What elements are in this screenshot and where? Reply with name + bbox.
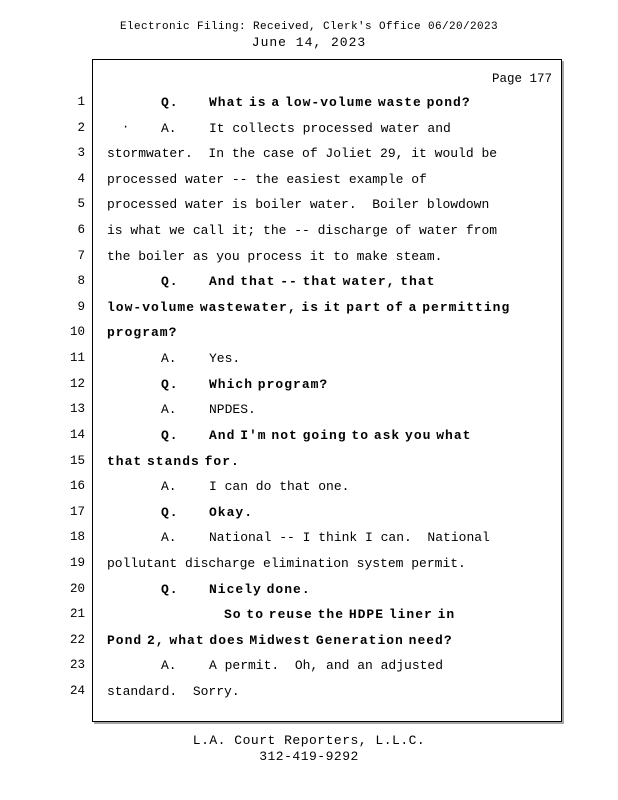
reporter-phone: 312-419-9292 — [259, 748, 359, 764]
transcript-line: 2 A. It collects processed water and — [0, 116, 618, 142]
reporter-footer: L.A. Court Reporters, L.L.C. 312-419-929… — [0, 733, 618, 764]
line-number: 20 — [69, 581, 85, 596]
page-number-label: Page 177 — [491, 72, 552, 86]
line-number: 19 — [69, 555, 85, 570]
line-number: 16 — [69, 479, 85, 494]
transcript-text: low-volume wastewater, is it part of a p… — [107, 299, 511, 315]
transcript-text: Which program? — [209, 376, 329, 392]
transcript-line: 8 Q. And that -- that water, that — [0, 269, 618, 295]
line-number: 12 — [69, 376, 85, 391]
transcript-line: 14 Q. And I'm not going to ask you what — [0, 423, 618, 449]
transcript-text: Nicely done. — [209, 581, 311, 597]
transcript-text: And I'm not going to ask you what — [209, 427, 472, 443]
transcript-text: is what we call it; the -- discharge of … — [107, 223, 498, 239]
line-number: 22 — [69, 632, 85, 647]
transcript-text: It collects processed water and — [209, 120, 451, 136]
transcript-text: stormwater. In the case of Joliet 29, it… — [107, 146, 498, 162]
reporter-name: L.A. Court Reporters, L.L.C. — [192, 733, 426, 748]
line-number: 18 — [69, 530, 85, 545]
transcript-text: Yes. — [209, 351, 241, 367]
transcript-line: 6 is what we call it; the -- discharge of… — [0, 218, 618, 244]
speaker-prefix: A. — [161, 120, 177, 136]
line-number: 24 — [69, 684, 85, 699]
line-number: 8 — [77, 274, 85, 289]
speaker-prefix: Q. — [161, 427, 179, 443]
speaker-prefix: Q. — [161, 95, 179, 110]
transcript-line: 24 standard. Sorry. — [0, 679, 618, 705]
line-number: 11 — [69, 351, 85, 366]
line-number: 21 — [69, 607, 85, 622]
transcript-text: that stands for. — [107, 453, 240, 469]
transcript-line: 7 the boiler as you process it to make st… — [0, 244, 618, 270]
line-number: 6 — [77, 223, 85, 238]
transcript-line: 13 A. NPDES. — [0, 397, 618, 423]
transcript-line: 15 that stands for. — [0, 449, 618, 475]
transcript-line: 16 A. I can do that one. — [0, 474, 618, 500]
transcript-line: 23 A. A permit. Oh, and an adjusted — [0, 653, 618, 679]
line-number: 15 — [69, 453, 85, 468]
line-number: 4 — [77, 171, 85, 186]
speaker-prefix: A. — [161, 351, 177, 367]
transcript-line: 19 pollutant discharge elimination system… — [0, 551, 618, 577]
transcript-line: 10 program? — [0, 320, 618, 346]
transcript-text: Okay. — [209, 504, 254, 520]
transcript-line: 11 A. Yes. — [0, 346, 618, 372]
transcript-line: 21 So to reuse the HDPE liner in — [0, 602, 618, 628]
efiling-stamp: Electronic Filing: Received, Clerk's Off… — [119, 21, 499, 33]
transcript-text: National -- I think I can. National — [209, 530, 490, 546]
transcript-line: 1 Q. What is a low-volume waste pond? — [0, 90, 618, 116]
transcript-text: processed water -- the easiest example o… — [107, 171, 427, 187]
transcript-text: And that -- that water, that — [209, 274, 436, 290]
transcript-box: Page 177 — [92, 59, 562, 722]
transcript-line: 18 A. National -- I think I can. National — [0, 525, 618, 551]
speaker-prefix: A. — [161, 402, 177, 418]
speaker-prefix: A. — [161, 479, 177, 495]
transcript-text: A permit. Oh, and an adjusted — [209, 658, 444, 674]
line-number: 3 — [77, 146, 85, 161]
transcript-line: 12 Q. Which program? — [0, 372, 618, 398]
transcript-text: NPDES. — [209, 402, 256, 418]
transcript-line: 22 Pond 2, what does Midwest Generation n… — [0, 628, 618, 654]
line-number: 23 — [69, 658, 85, 673]
transcript-text: the boiler as you process it to make ste… — [107, 248, 443, 264]
transcript-text: So to reuse the HDPE liner in — [224, 607, 456, 623]
speaker-prefix: Q. — [161, 504, 179, 520]
transcript-text: pollutant discharge elimination system p… — [107, 555, 466, 571]
speaker-prefix: A. — [161, 658, 177, 674]
hearing-date: June 14, 2023 — [251, 35, 367, 50]
stray-mark: · — [122, 120, 130, 134]
speaker-prefix: Q. — [161, 581, 179, 597]
line-number: 1 — [77, 95, 85, 109]
speaker-prefix: A. — [161, 530, 177, 546]
transcript-line: 4 processed water -- the easiest example … — [0, 167, 618, 193]
transcript-line: 9 low-volume wastewater, is it part of a … — [0, 295, 618, 321]
line-number: 13 — [69, 402, 85, 417]
line-number: 9 — [77, 299, 85, 314]
transcript-text: standard. Sorry. — [107, 684, 240, 700]
transcript-line: 17 Q. Okay. — [0, 500, 618, 526]
speaker-prefix: Q. — [161, 274, 179, 290]
transcript-text: Pond 2, what does Midwest Generation nee… — [107, 632, 453, 648]
transcript-text: processed water is boiler water. Boiler … — [107, 197, 490, 213]
transcript-line: 5 processed water is boiler water. Boiler… — [0, 192, 618, 218]
line-number: 2 — [77, 120, 85, 135]
line-number: 17 — [69, 504, 85, 519]
speaker-prefix: Q. — [161, 376, 179, 392]
line-number: 5 — [77, 197, 85, 212]
transcript-text: What is a low-volume waste pond? — [209, 95, 471, 110]
line-number: 10 — [69, 325, 85, 340]
transcript-text: program? — [107, 325, 178, 341]
line-number: 7 — [77, 248, 85, 263]
transcript-line: 3 stormwater. In the case of Joliet 29, i… — [0, 141, 618, 167]
line-number: 14 — [69, 427, 85, 442]
transcript-line: 20 Q. Nicely done. — [0, 577, 618, 603]
transcript-text: I can do that one. — [209, 479, 350, 495]
